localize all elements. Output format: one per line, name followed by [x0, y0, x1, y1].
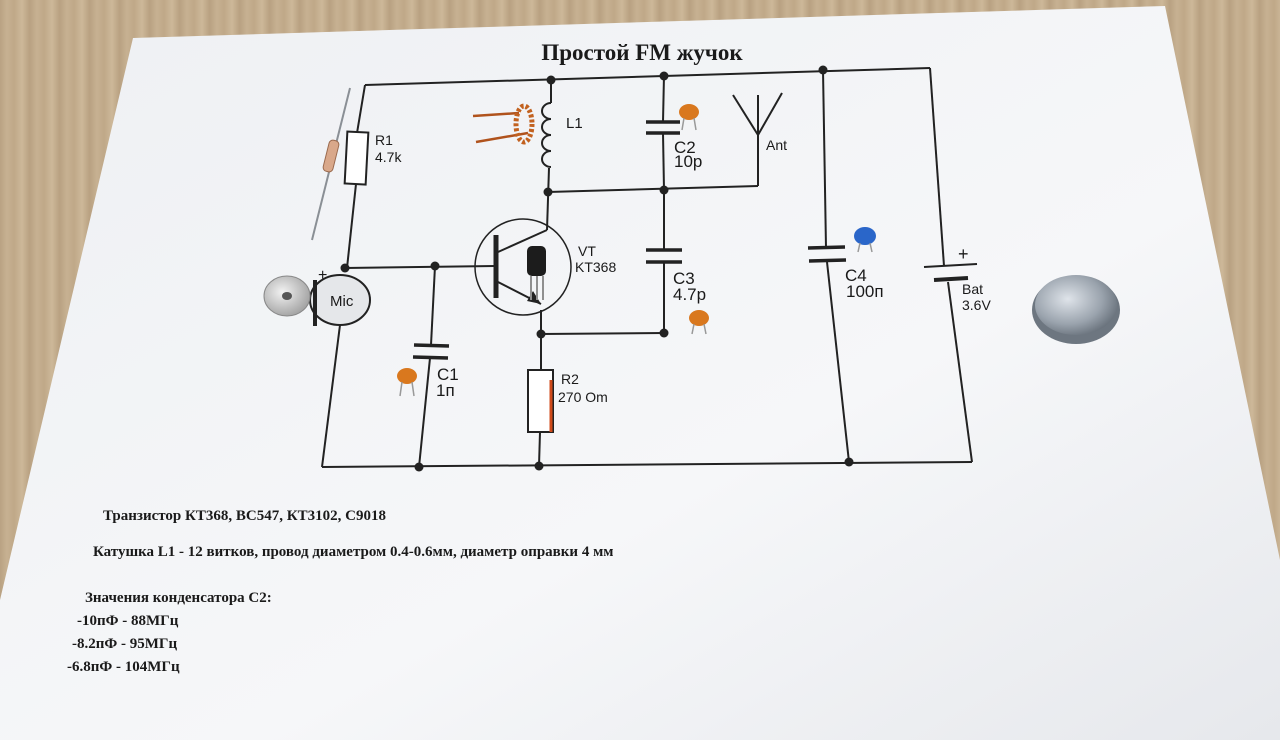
battery-ref: Bat: [962, 281, 983, 297]
transistor-vt: VT KT368: [474, 218, 616, 316]
electret-mic-icon: [263, 275, 311, 317]
r2-value: 270 Om: [558, 389, 608, 405]
r2-ref: R2: [561, 371, 579, 387]
note-c2-value: -6.8пФ - 104МГц: [67, 659, 180, 675]
battery-bat: + Bat 3.6V: [923, 244, 991, 313]
notes: Транзистор КТ368, ВС547, КТ3102, С9018 К…: [67, 508, 614, 675]
ceramic-capacitor-icon: [397, 368, 417, 397]
resistor-r1: R1 4.7k: [343, 130, 402, 186]
capacitor-c4: C4 100п: [807, 245, 884, 301]
circuit-wires: [321, 67, 973, 468]
inductor-l1: L1: [541, 102, 583, 168]
mic-label: Mic: [330, 293, 354, 310]
paper-sheet: [0, 6, 1280, 740]
antenna-label: Ant: [766, 137, 787, 153]
ceramic-capacitor-icon: [689, 310, 709, 335]
mic-plus: +: [318, 267, 327, 284]
c4-ref: C4: [845, 266, 867, 285]
note-c2-value: -10пФ - 88МГц: [77, 613, 179, 629]
l1-ref: L1: [566, 115, 583, 132]
note-c2-heading: Значения конденсатора С2:: [85, 590, 272, 606]
vt-ref: VT: [578, 243, 596, 259]
note-coil: Катушка L1 - 12 витков, провод диаметром…: [93, 544, 614, 560]
capacitor-c3: C3 4.7p: [646, 248, 706, 304]
vt-value: KT368: [575, 259, 616, 275]
c2-value: 10p: [674, 152, 702, 171]
c1-value: 1п: [436, 381, 455, 400]
c4-value: 100п: [846, 282, 884, 301]
capacitor-c1: C1 1п: [412, 343, 459, 400]
physical-coil-icon: [472, 103, 535, 145]
schematic-title: Простой FM жучок: [541, 40, 743, 65]
note-c2-value: -8.2пФ - 95МГц: [72, 636, 177, 652]
resistor-r2: R2 270 Om: [527, 369, 608, 433]
blue-capacitor-icon: [854, 227, 876, 253]
c3-value: 4.7p: [673, 285, 706, 304]
note-transistor: Транзистор КТ368, ВС547, КТ3102, С9018: [103, 508, 386, 524]
c3-ref: C3: [673, 269, 695, 288]
coin-cell-icon: [1032, 275, 1120, 344]
battery-plus: +: [958, 244, 969, 264]
c1-ref: C1: [437, 365, 459, 384]
c2-ref: C2: [674, 138, 696, 157]
physical-resistor-icon: [311, 87, 351, 241]
r1-value: 4.7k: [375, 149, 402, 165]
battery-value: 3.6V: [962, 297, 991, 313]
capacitor-c2: C2 10p: [646, 120, 702, 171]
ceramic-capacitor-icon: [679, 104, 699, 131]
r1-ref: R1: [375, 132, 393, 148]
junction-dots: [340, 65, 854, 472]
